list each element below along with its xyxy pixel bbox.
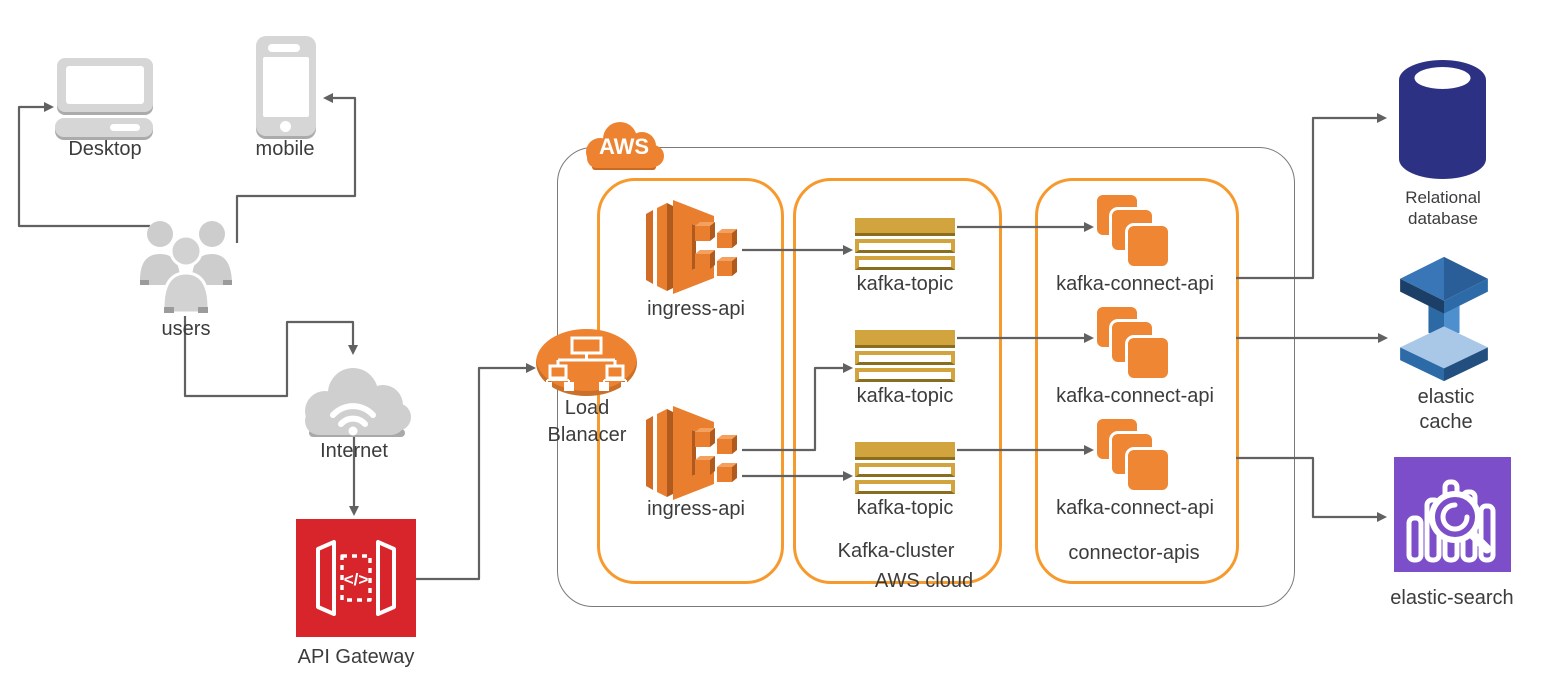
kafka-cluster-label: Kafka-cluster bbox=[837, 540, 955, 562]
load-balancer-label-line1: Load bbox=[564, 397, 610, 419]
ingress-api-icon-1 bbox=[646, 200, 737, 294]
load-balancer-label-line2: Blanacer bbox=[547, 424, 627, 446]
users-label: users bbox=[161, 318, 211, 340]
kafka-connect-api-label-3: kafka-connect-api bbox=[1056, 497, 1214, 519]
topic-bar bbox=[855, 330, 955, 348]
stacked-square bbox=[1125, 335, 1171, 381]
api-gateway-label: API Gateway bbox=[297, 646, 415, 668]
topic-bar bbox=[855, 463, 955, 477]
desktop-screen bbox=[66, 66, 144, 104]
aws-cloud-label: AWS cloud bbox=[874, 570, 974, 592]
aws-badge-label: AWS bbox=[598, 134, 650, 159]
internet-label: Internet bbox=[320, 440, 388, 462]
users-icon bbox=[140, 221, 232, 315]
elastic-cache-label-line2: cache bbox=[1419, 411, 1473, 433]
desktop-base-slot bbox=[110, 124, 140, 131]
kafka-connect-api-icon-3 bbox=[1094, 416, 1180, 498]
stacked-square bbox=[1125, 223, 1171, 269]
kafka-connect-api-icon-1 bbox=[1094, 192, 1180, 274]
topic-bar bbox=[855, 256, 955, 270]
elastic-search-glyph bbox=[1406, 479, 1496, 563]
kafka-topic-icon-2 bbox=[855, 330, 955, 382]
topic-bar bbox=[855, 239, 955, 253]
kafka-topic-label-2: kafka-topic bbox=[856, 385, 954, 407]
desktop-label: Desktop bbox=[68, 138, 142, 160]
mobile-label: mobile bbox=[255, 138, 315, 160]
mobile-screen bbox=[263, 57, 309, 117]
connector-apis-box bbox=[1035, 178, 1239, 584]
ingress-api-label-2: ingress-api bbox=[647, 498, 745, 520]
kafka-topic-icon-1 bbox=[855, 218, 955, 270]
connector-apis-label: connector-apis bbox=[1068, 542, 1200, 564]
topic-bar bbox=[855, 351, 955, 365]
elastic-search-label: elastic-search bbox=[1390, 587, 1514, 609]
kafka-topic-icon-3 bbox=[855, 442, 955, 494]
kafka-connect-api-icon-2 bbox=[1094, 304, 1180, 386]
internet-cloud-icon bbox=[305, 368, 411, 437]
relational-database-label-line1: Relational bbox=[1405, 188, 1481, 207]
elastic-search-icon bbox=[1394, 457, 1511, 572]
stacked-square bbox=[1125, 447, 1171, 493]
relational-database-icon bbox=[1399, 60, 1486, 179]
load-balancer-icon bbox=[536, 329, 637, 396]
elastic-cache-icon bbox=[1400, 256, 1488, 382]
kafka-topic-label-3: kafka-topic bbox=[856, 497, 954, 519]
mobile-speaker bbox=[268, 44, 300, 52]
kafka-connect-api-label-1: kafka-connect-api bbox=[1056, 273, 1214, 295]
api-gateway-icon: </> bbox=[296, 519, 416, 637]
edge-apigateway-loadbalancer bbox=[416, 363, 536, 581]
kafka-connect-api-label-2: kafka-connect-api bbox=[1056, 385, 1214, 407]
ingress-api-icon-2 bbox=[646, 406, 737, 500]
mobile-home-button bbox=[280, 121, 291, 132]
svg-text:</>: </> bbox=[344, 570, 369, 589]
topic-bar bbox=[855, 218, 955, 236]
aws-badge-cloud-icon bbox=[586, 122, 664, 170]
elastic-cache-label-line1: elastic bbox=[1417, 386, 1475, 408]
topic-bar bbox=[855, 442, 955, 460]
topic-bar bbox=[855, 368, 955, 382]
kafka-topic-label-1: kafka-topic bbox=[856, 273, 954, 295]
api-gateway-glyph: </> bbox=[316, 540, 396, 616]
ingress-api-label-1: ingress-api bbox=[647, 298, 745, 320]
relational-database-label-line2: database bbox=[1408, 209, 1478, 228]
load-balancer-glyph bbox=[542, 336, 631, 391]
topic-bar bbox=[855, 480, 955, 494]
